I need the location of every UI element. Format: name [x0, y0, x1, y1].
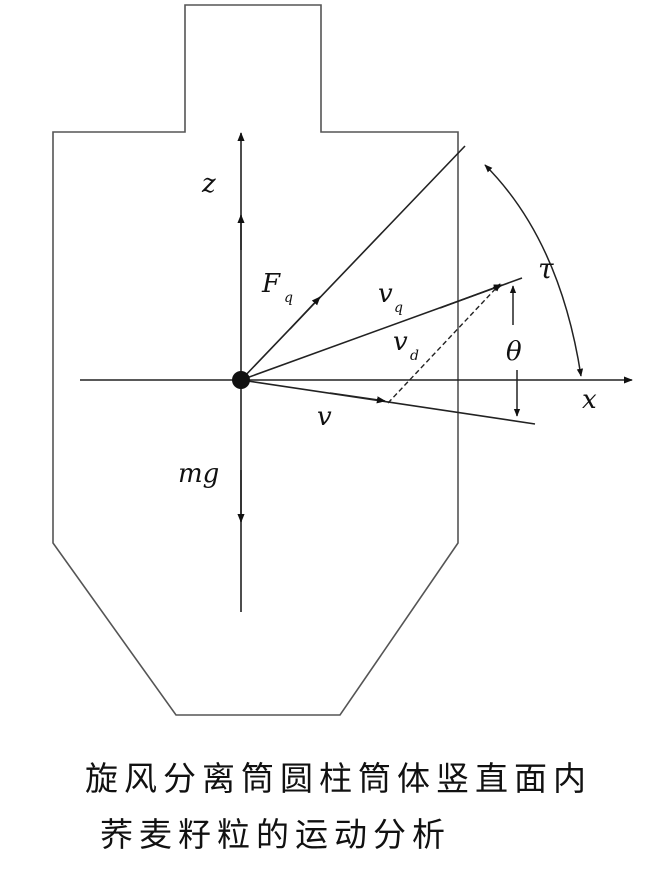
vel-q-label: v: [378, 279, 393, 309]
z-axis-label: z: [201, 169, 216, 199]
vel-label: v: [317, 402, 332, 432]
vel-d-subscript: d: [410, 348, 419, 364]
vel-arrow: [329, 392, 386, 404]
caption-line-2: 荞麦籽粒的运动分析: [100, 815, 451, 854]
vel-q-arrow: [439, 284, 503, 309]
force-q-subscript: q: [284, 290, 293, 306]
vel-d-label: v: [393, 327, 408, 357]
force-q-arrow: [289, 296, 321, 330]
grain-particle: [232, 371, 250, 389]
force-q-label: F: [261, 269, 281, 299]
caption-line-1: 旋风分离筒圆柱筒体竖直面内: [85, 759, 592, 798]
vel-q-subscript: q: [394, 300, 403, 316]
tau-arc: [484, 164, 584, 377]
x-axis-label: x: [582, 385, 597, 415]
gravity-label: mg: [178, 459, 219, 489]
vel-d-dashed: [387, 283, 501, 404]
tau-label: τ: [538, 252, 554, 285]
separator-outline: [52, 4, 459, 716]
theta-label: θ: [506, 337, 522, 367]
force-q-line: [240, 145, 466, 381]
cyclone-diagram: z x F q v q v d v mg θ τ: [52, 4, 633, 716]
